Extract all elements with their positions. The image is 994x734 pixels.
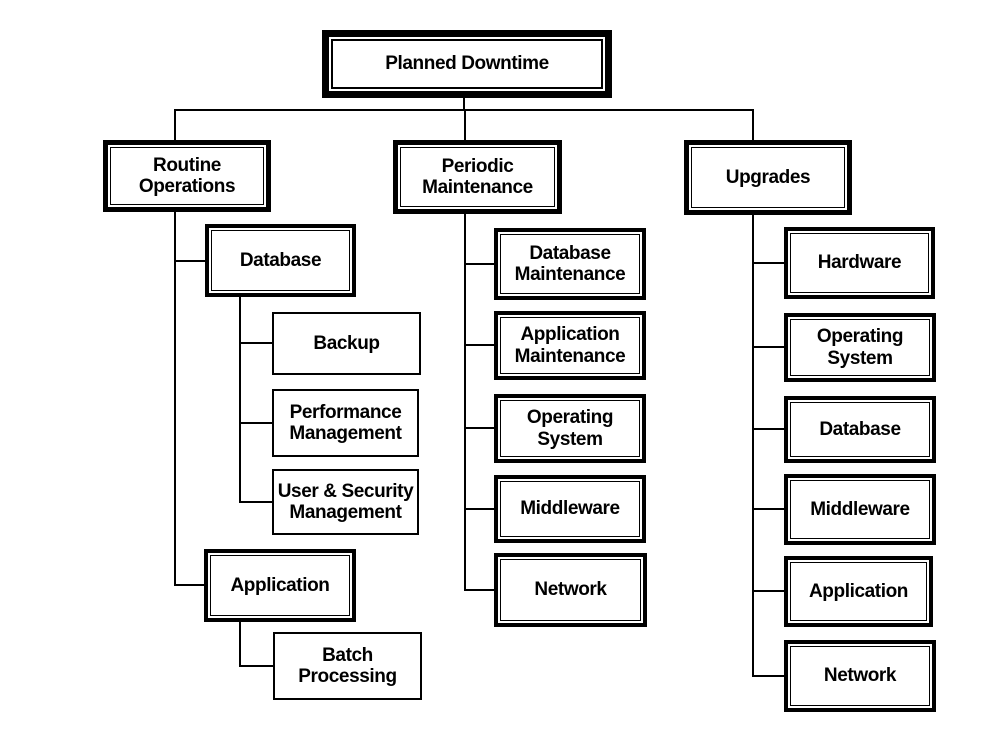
node-application-maintenance-label: Application Maintenance xyxy=(514,324,626,367)
node-batch-processing: Batch Processing xyxy=(273,632,422,700)
node-maintenance-network: Network xyxy=(494,553,647,627)
node-periodic-maintenance: Periodic Maintenance xyxy=(393,140,562,214)
node-planned-downtime: Planned Downtime xyxy=(322,30,612,98)
node-backup: Backup xyxy=(272,312,421,375)
node-upgrade-network: Network xyxy=(784,640,936,712)
node-upgrade-database: Database xyxy=(784,396,936,463)
node-routine-operations-label: Routine Operations xyxy=(138,154,236,197)
connector-application-children xyxy=(239,621,274,667)
connector-database-children xyxy=(239,296,273,503)
connector-routine-operations-spine xyxy=(174,211,206,586)
node-application-maintenance: Application Maintenance xyxy=(494,311,646,380)
node-database-maintenance: Database Maintenance xyxy=(494,228,646,300)
node-upgrade-hardware: Hardware xyxy=(784,227,935,299)
node-backup-label: Backup xyxy=(313,332,380,354)
node-routine-database: Database xyxy=(205,224,356,297)
node-maintenance-middleware-label: Middleware xyxy=(520,498,620,520)
connector-upgrades-children xyxy=(752,214,785,677)
node-upgrade-database-label: Database xyxy=(819,418,901,440)
node-routine-application-label: Application xyxy=(230,574,330,596)
node-batch-processing-label: Batch Processing xyxy=(298,644,397,687)
node-user-security-management-label: User & Security Management xyxy=(277,480,414,523)
node-periodic-maintenance-label: Periodic Maintenance xyxy=(422,155,533,198)
node-planned-downtime-label: Planned Downtime xyxy=(385,53,549,75)
node-maintenance-operating-system: Operating System xyxy=(494,394,646,463)
node-performance-management: Performance Management xyxy=(272,389,419,457)
node-upgrade-application-label: Application xyxy=(808,580,909,602)
node-database-maintenance-label: Database Maintenance xyxy=(514,242,626,285)
connector-trunk xyxy=(174,97,754,140)
node-routine-application: Application xyxy=(204,549,356,622)
node-upgrade-operating-system-label: Operating System xyxy=(816,326,904,369)
node-upgrade-middleware-label: Middleware xyxy=(810,498,910,520)
node-user-security-management: User & Security Management xyxy=(272,469,419,535)
node-upgrade-hardware-label: Hardware xyxy=(817,252,902,274)
node-routine-operations: Routine Operations xyxy=(103,140,271,212)
node-maintenance-operating-system-label: Operating System xyxy=(526,407,614,450)
node-upgrades: Upgrades xyxy=(684,140,852,215)
node-upgrade-operating-system: Operating System xyxy=(784,313,936,382)
node-maintenance-middleware: Middleware xyxy=(494,475,646,543)
node-routine-database-label: Database xyxy=(239,249,322,271)
node-performance-management-label: Performance Management xyxy=(289,401,402,444)
node-upgrade-network-label: Network xyxy=(823,665,897,687)
node-upgrade-application: Application xyxy=(784,556,933,627)
node-upgrade-middleware: Middleware xyxy=(784,474,936,545)
connector-periodic-maintenance-children xyxy=(464,213,495,591)
node-maintenance-network-label: Network xyxy=(534,579,607,601)
node-upgrades-label: Upgrades xyxy=(725,166,811,188)
